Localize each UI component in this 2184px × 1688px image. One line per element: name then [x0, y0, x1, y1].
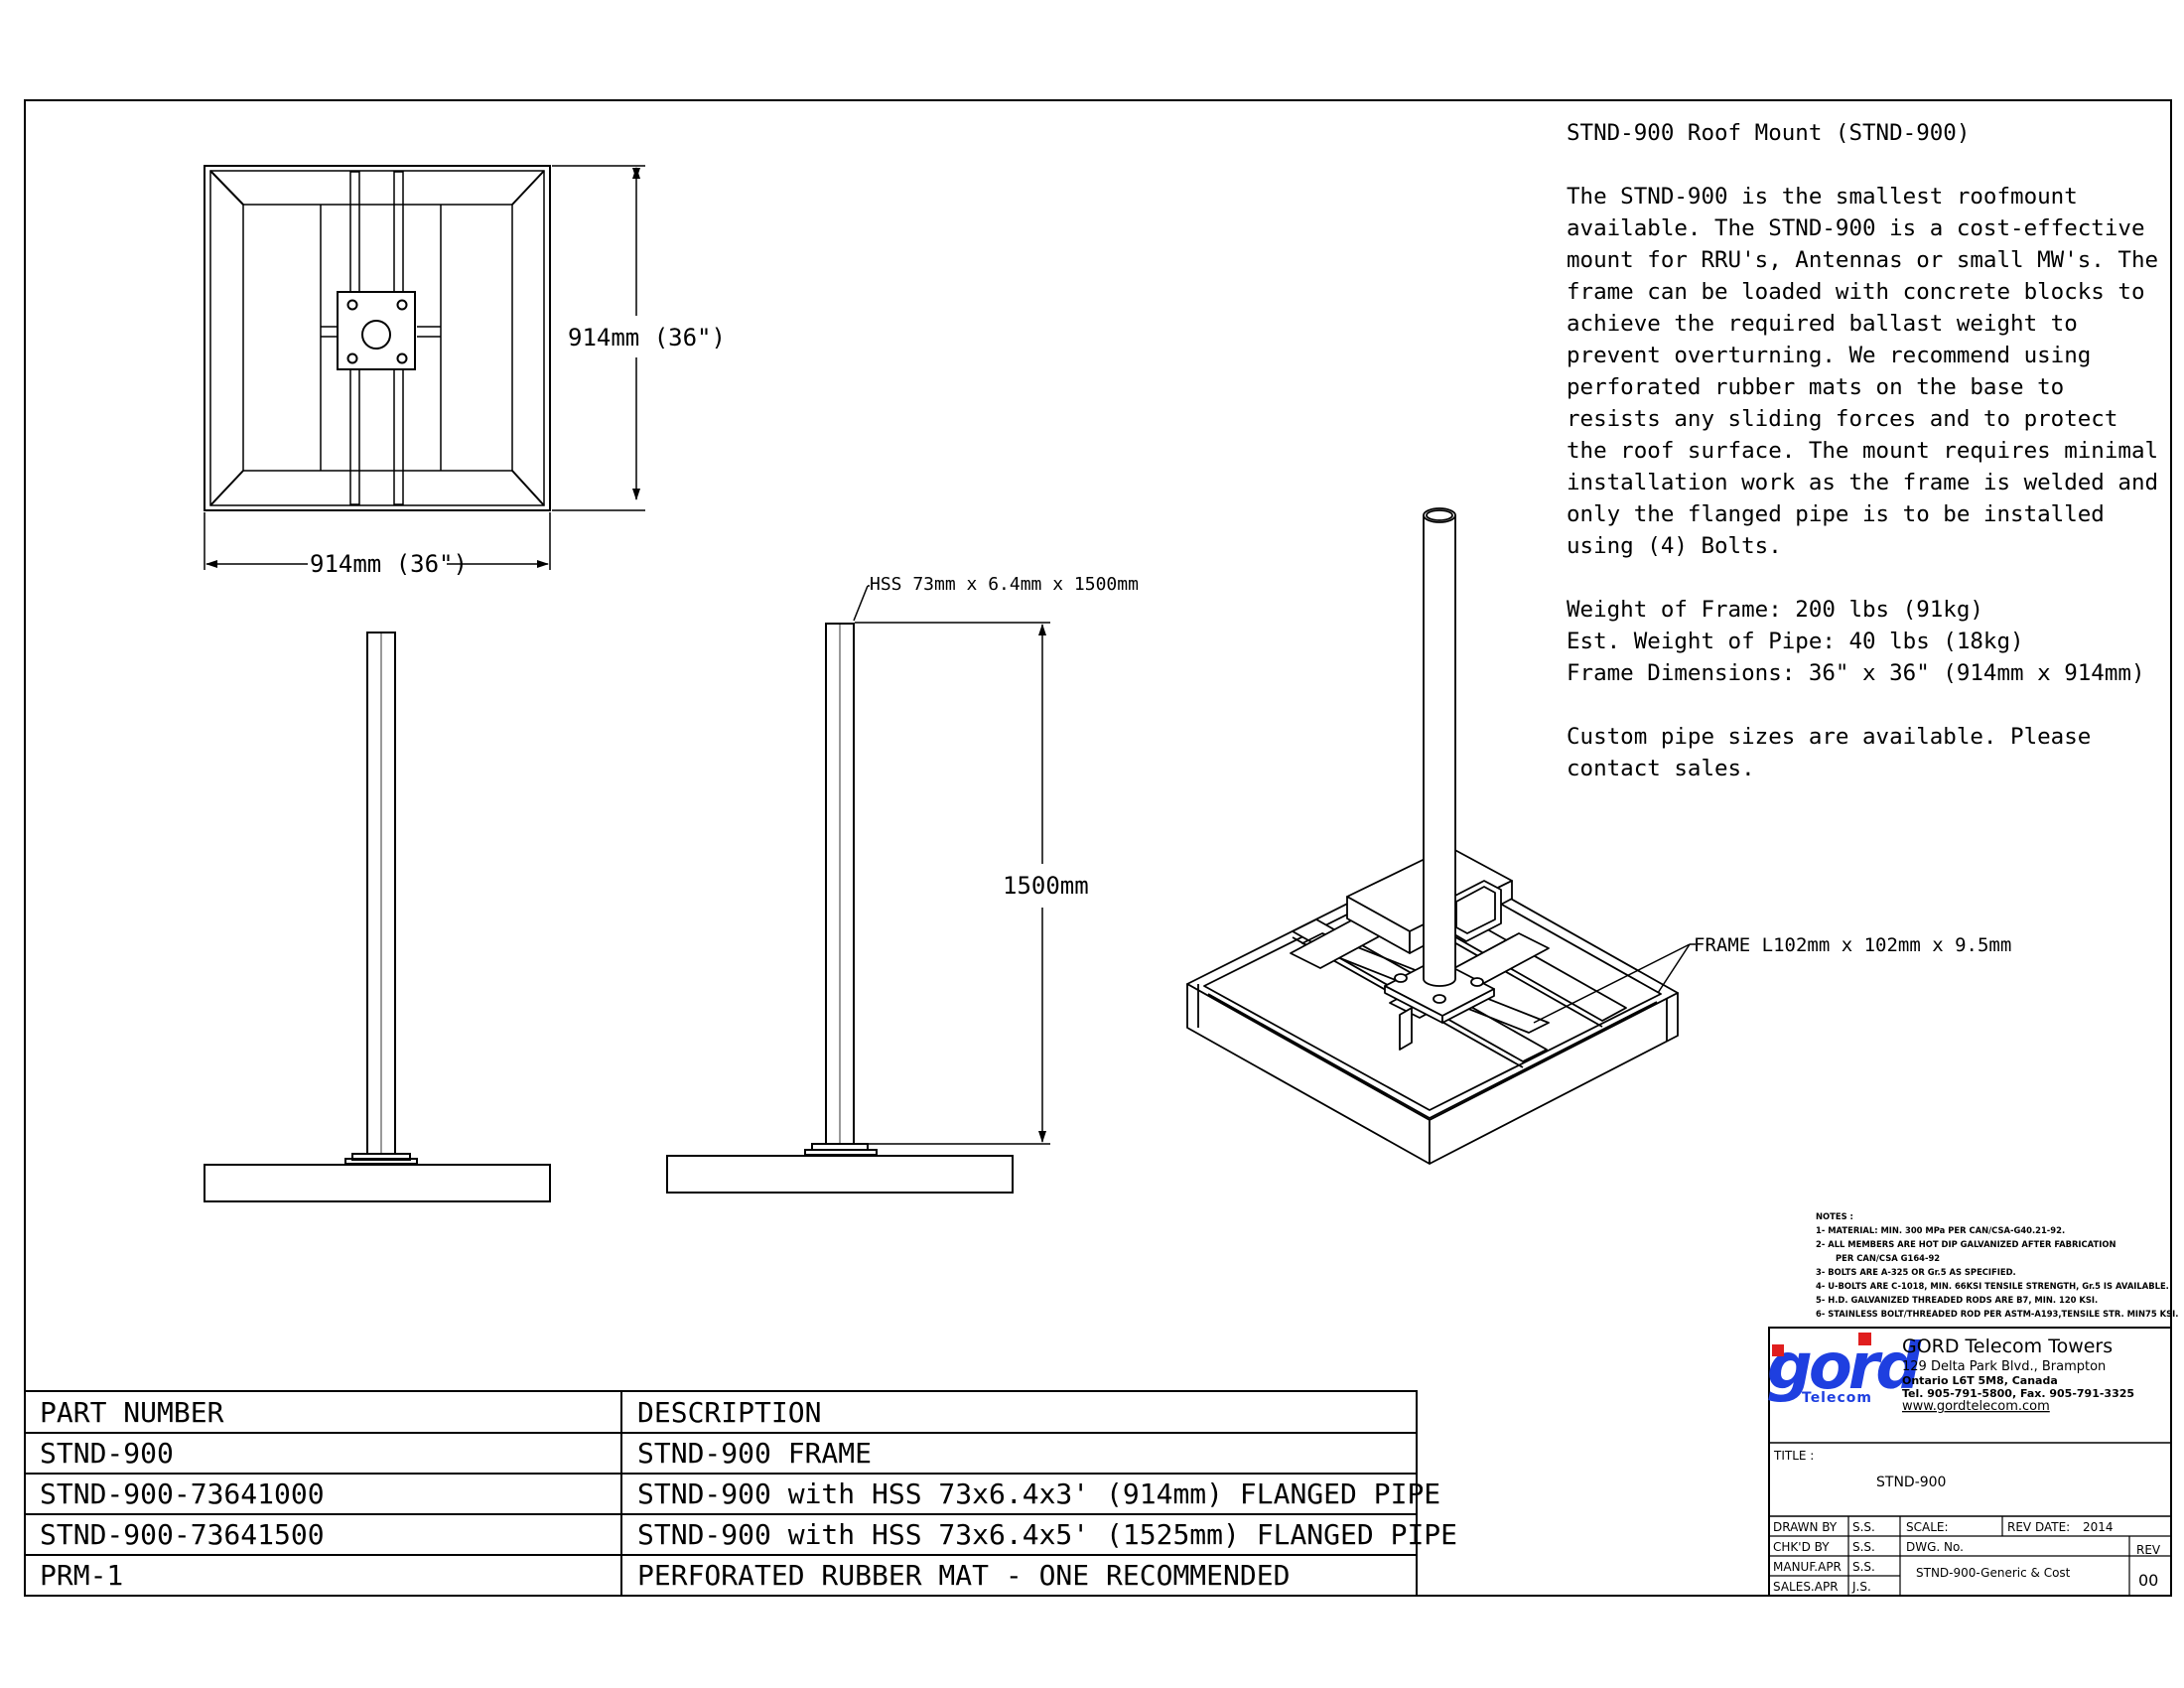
title-block	[1768, 1327, 2172, 1597]
dwg-no-value: STND-900-Generic & Cost	[1916, 1566, 2071, 1580]
company-address-2: Ontario L6T 5M8, Canada	[1902, 1374, 2058, 1387]
pipe-callout: HSS 73mm x 6.4mm x 1500mm	[870, 574, 1139, 595]
rev-value: 00	[2138, 1571, 2158, 1590]
parts-header-part-number: PART NUMBER	[40, 1396, 224, 1429]
note-item: 3- BOLTS ARE A-325 OR Gr.5 AS SPECIFIED.	[1816, 1267, 2016, 1277]
rev-label: REV	[2136, 1543, 2161, 1557]
spec-line: Est. Weight of Pipe: 40 lbs (18kg)	[1567, 629, 2024, 654]
note-item: PER CAN/CSA G164-92	[1836, 1253, 1941, 1263]
logo-wordmark: gord	[1767, 1331, 1922, 1404]
company-website: www.gordtelecom.com	[1902, 1399, 2050, 1414]
logo-subtext: Telecom	[1802, 1390, 1872, 1406]
front-view	[204, 632, 551, 1202]
manuf-approval-value: S.S.	[1852, 1560, 1875, 1574]
checked-by-label: CHK'D BY	[1773, 1540, 1830, 1554]
part-description-cell: STND-900 FRAME	[637, 1437, 872, 1470]
top-view-width-dim: 914mm (36")	[310, 550, 468, 578]
part-description-cell: STND-900 with HSS 73x6.4x3' (914mm) FLAN…	[637, 1477, 1440, 1510]
frame-callout: FRAME L102mm x 102mm x 9.5mm	[1694, 934, 2011, 956]
drawn-by-label: DRAWN BY	[1773, 1520, 1838, 1534]
part-number-cell: STND-900-73641500	[40, 1518, 325, 1551]
title-value: STND-900	[1876, 1475, 1946, 1490]
part-number-cell: PRM-1	[40, 1559, 123, 1592]
spec-line: Weight of Frame: 200 lbs (91kg)	[1567, 597, 1983, 623]
part-description-cell: PERFORATED RUBBER MAT - ONE RECOMMENDED	[637, 1559, 1290, 1592]
gord-logo: gord Telecom	[1767, 1331, 1926, 1406]
note-item: 5- H.D. GALVANIZED THREADED RODS ARE B7,…	[1816, 1295, 2099, 1305]
dwg-no-label: DWG. No.	[1906, 1540, 1964, 1554]
sales-approval-label: SALES.APR	[1773, 1580, 1839, 1594]
side-view	[666, 623, 1014, 1194]
drawing-notes: NOTES : 1- MATERIAL: MIN. 300 MPa PER CA…	[1816, 1209, 2183, 1321]
note-item: 4- U-BOLTS ARE C-1018, MIN. 66KSI TENSIL…	[1816, 1281, 2169, 1291]
rev-date-value: 2014	[2083, 1520, 2114, 1534]
sales-approval-value: J.S.	[1851, 1580, 1871, 1594]
rev-date-label: REV DATE:	[2007, 1520, 2070, 1534]
note-item: 1- MATERIAL: MIN. 300 MPa PER CAN/CSA-G4…	[1816, 1225, 2066, 1235]
note-item: 2- ALL MEMBERS ARE HOT DIP GALVANIZED AF…	[1816, 1239, 2116, 1249]
scale-label: SCALE:	[1906, 1520, 1949, 1534]
manuf-approval-label: MANUF.APR	[1773, 1560, 1842, 1574]
drawn-by-value: S.S.	[1852, 1520, 1875, 1534]
checked-by-value: S.S.	[1852, 1540, 1875, 1554]
pipe-height-dim: 1500mm	[1003, 872, 1089, 900]
product-description: STND-900 Roof Mount (STND-900) The STND-…	[1567, 117, 2162, 816]
spec-line: Frame Dimensions: 36" x 36" (914mm x 914…	[1567, 660, 2145, 686]
parts-table	[24, 1390, 1418, 1597]
top-view	[204, 165, 551, 511]
company-phone: Tel. 905-791-5800, Fax. 905-791-3325	[1902, 1387, 2134, 1400]
parts-header-description: DESCRIPTION	[637, 1396, 821, 1429]
note-item: 6- STAINLESS BOLT/THREADED ROD PER ASTM-…	[1816, 1309, 2179, 1319]
company-name: GORD Telecom Towers	[1902, 1336, 2113, 1357]
product-description-body: The STND-900 is the smallest roofmount a…	[1567, 184, 2159, 559]
top-view-height-dim: 914mm (36")	[568, 324, 726, 352]
title-label: TITLE :	[1773, 1449, 1814, 1463]
part-number-cell: STND-900-73641000	[40, 1477, 325, 1510]
part-number-cell: STND-900	[40, 1437, 174, 1470]
notes-title: NOTES :	[1816, 1211, 1853, 1221]
isometric-view	[1186, 507, 1679, 1165]
product-title: STND-900 Roof Mount (STND-900)	[1567, 120, 1971, 146]
custom-pipe-note: Custom pipe sizes are available. Please …	[1567, 724, 2092, 781]
part-description-cell: STND-900 with HSS 73x6.4x5' (1525mm) FLA…	[637, 1518, 1457, 1551]
company-address-1: 129 Delta Park Blvd., Brampton	[1902, 1359, 2106, 1374]
